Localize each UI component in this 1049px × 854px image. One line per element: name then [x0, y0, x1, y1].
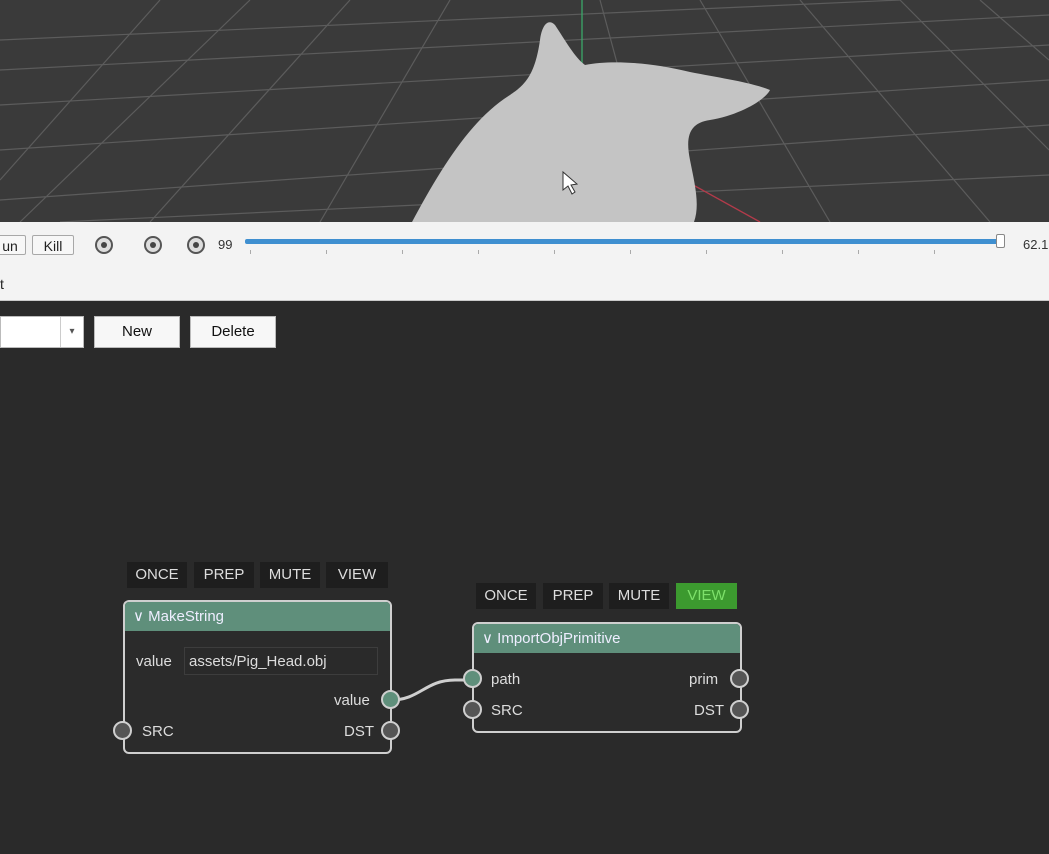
timeline-tick	[554, 250, 555, 254]
subgraph-select[interactable]: ▾	[0, 316, 84, 348]
menu-item-partial[interactable]: t	[0, 276, 4, 292]
makestring-src-socket[interactable]	[113, 721, 132, 740]
timeline-tick	[630, 250, 631, 254]
importobj-node[interactable]: ∨ ImportObjPrimitive	[472, 622, 742, 733]
delete-button[interactable]: Delete	[190, 316, 276, 348]
frame-end-label: 62.1	[1023, 237, 1049, 252]
importobj-prim-label: prim	[689, 671, 719, 688]
importobj-view-toggle[interactable]: VIEW	[676, 583, 737, 609]
new-button[interactable]: New	[94, 316, 180, 348]
makestring-value-output-socket[interactable]	[381, 690, 400, 709]
loop-toggle-icon[interactable]	[187, 236, 205, 254]
makestring-node-header[interactable]: ∨ MakeString	[125, 602, 390, 631]
importobj-path-label: path	[491, 671, 521, 688]
menu-strip: t	[0, 268, 1049, 301]
importobj-prim-output-socket[interactable]	[730, 669, 749, 688]
timeline-tick	[250, 250, 251, 254]
importobj-path-input-socket[interactable]	[463, 669, 482, 688]
makestring-output-value-label: value	[334, 692, 370, 709]
record-toggle-icon[interactable]	[95, 236, 113, 254]
importobj-node-title: ImportObjPrimitive	[497, 630, 621, 647]
makestring-value-field[interactable]: assets/Pig_Head.obj	[184, 647, 378, 675]
run-button[interactable]: un	[0, 235, 26, 255]
3d-viewport[interactable]	[0, 0, 1049, 222]
makestring-view-toggle[interactable]: VIEW	[326, 562, 388, 588]
timeline-slider-handle[interactable]	[996, 234, 1005, 248]
timeline-slider-track[interactable]	[245, 239, 1000, 244]
play-toggle-icon[interactable]	[144, 236, 162, 254]
timeline-tick	[478, 250, 479, 254]
importobj-node-header[interactable]: ∨ ImportObjPrimitive	[474, 624, 740, 653]
importobj-src-socket[interactable]	[463, 700, 482, 719]
timeline-tick	[858, 250, 859, 254]
makestring-node-title: MakeString	[148, 608, 225, 625]
makestring-dst-label: DST	[344, 723, 374, 740]
importobj-prep-toggle[interactable]: PREP	[543, 583, 603, 609]
timeline-tick	[402, 250, 403, 254]
timeline-tick	[934, 250, 935, 254]
viewport-scene	[0, 0, 1049, 222]
importobj-dst-socket[interactable]	[730, 700, 749, 719]
frame-start-label: 99	[218, 237, 233, 252]
makestring-param-label: value	[136, 653, 172, 670]
collapse-chevron-icon[interactable]: ∨	[133, 608, 144, 625]
timeline-tick	[706, 250, 707, 254]
makestring-dst-socket[interactable]	[381, 721, 400, 740]
importobj-dst-label: DST	[694, 702, 724, 719]
makestring-src-label: SRC	[142, 723, 174, 740]
importobj-once-toggle[interactable]: ONCE	[476, 583, 536, 609]
mouse-cursor-icon	[562, 170, 579, 195]
makestring-node[interactable]: ∨ MakeString	[123, 600, 392, 754]
collapse-chevron-icon[interactable]: ∨	[482, 630, 493, 647]
chevron-down-icon[interactable]: ▾	[60, 317, 83, 347]
timeline-bar: un Kill 99 62.1	[0, 222, 1049, 269]
pig-head-mesh	[412, 22, 770, 222]
importobj-src-label: SRC	[491, 702, 523, 719]
makestring-once-toggle[interactable]: ONCE	[127, 562, 187, 588]
makestring-mute-toggle[interactable]: MUTE	[260, 562, 320, 588]
importobj-mute-toggle[interactable]: MUTE	[609, 583, 669, 609]
timeline-tick	[782, 250, 783, 254]
makestring-prep-toggle[interactable]: PREP	[194, 562, 254, 588]
timeline-tick	[326, 250, 327, 254]
kill-button[interactable]: Kill	[32, 235, 74, 255]
